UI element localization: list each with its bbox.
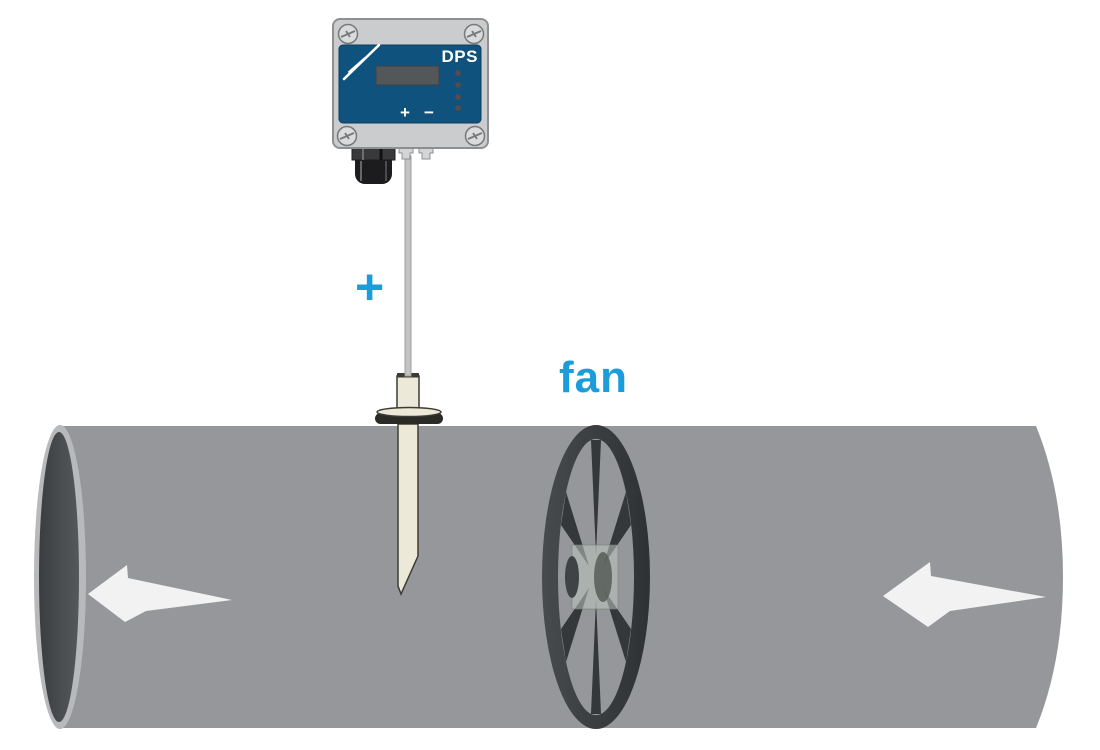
cable-gland: [351, 146, 396, 184]
dps-transmitter: DPS + −: [332, 18, 489, 184]
panel-minus-label: −: [424, 103, 434, 122]
flow-arrow-right: [883, 562, 1046, 627]
screw-icon: [336, 23, 486, 147]
fan-motor-hub: [565, 544, 619, 610]
led-indicator: [455, 94, 461, 100]
duct-pipe: [34, 425, 1063, 729]
led-indicator: [455, 82, 461, 88]
panel-plus-label: +: [400, 103, 410, 122]
flow-arrow-left: [88, 565, 232, 622]
led-indicator-column: [455, 70, 461, 111]
connection-tube: [404, 155, 412, 377]
pitot-probe: [375, 373, 443, 596]
logo-slash-icon: [342, 43, 381, 81]
fan-label: fan: [559, 353, 628, 402]
duct-opening-dark: [39, 432, 79, 722]
display-screen: [375, 65, 440, 86]
device-label: DPS: [442, 47, 478, 66]
duct-inlet-opening: [34, 425, 86, 729]
led-indicator: [455, 70, 461, 76]
fan-blades: [561, 440, 631, 714]
duct-pipe-body: [60, 426, 1063, 728]
probe-flange: [375, 406, 443, 424]
fan-wheel: [542, 425, 650, 729]
pressure-sign-label: +: [355, 259, 385, 315]
led-indicator: [455, 105, 461, 111]
